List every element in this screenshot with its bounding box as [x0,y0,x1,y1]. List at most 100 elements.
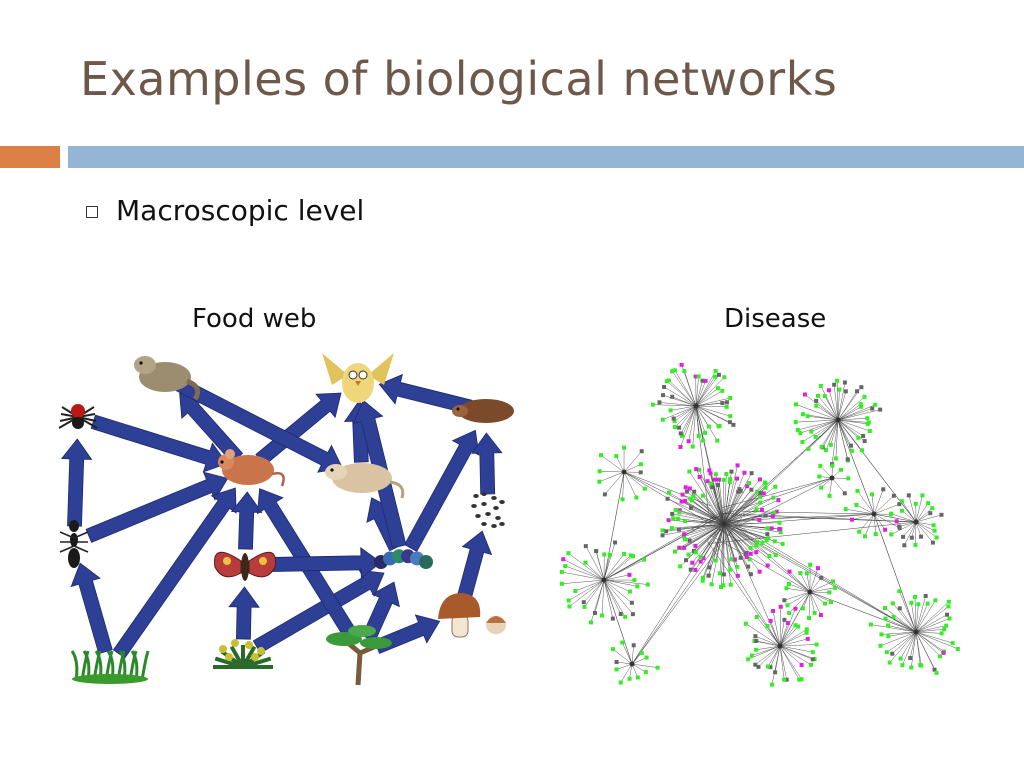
network-node [813,434,818,439]
network-node [670,511,675,516]
network-node [614,454,619,459]
network-node [632,578,637,583]
network-node [671,516,676,521]
food-web-caption: Food web [192,304,317,334]
network-node [833,456,838,461]
network-node [679,362,684,367]
network-node [754,638,759,643]
network-node [930,540,935,545]
network-node [700,493,705,498]
network-node [701,438,706,443]
network-node [692,489,697,494]
network-node [731,422,736,427]
network-node [859,404,864,409]
food-web-arrow [175,377,343,473]
network-node [687,486,692,491]
network-node [729,469,734,474]
network-node [913,542,918,547]
network-node [856,435,861,440]
network-node [567,604,572,609]
network-node [721,583,726,588]
network-node [749,653,754,658]
caterpillar-icon [374,549,433,569]
network-node [765,526,770,531]
mushroom-icon [438,593,506,638]
network-node [769,682,774,687]
network-node [765,532,770,537]
network-node [630,612,635,617]
network-node [777,526,782,531]
network-node [785,603,790,608]
network-node [934,670,939,675]
network-node [873,402,878,407]
network-node [707,468,712,473]
network-node [722,375,727,380]
network-node [786,581,791,586]
network-node [883,527,888,532]
network-node [688,567,693,572]
network-node [610,647,615,652]
network-node [675,516,680,521]
food-web-arrow [228,586,260,640]
network-node [673,549,678,554]
network-node [923,593,928,598]
network-node [745,484,750,489]
network-node [686,439,691,444]
network-node [597,469,602,474]
network-node [638,462,643,467]
network-node [778,604,783,609]
network-node [758,491,763,496]
food-web-arrow [90,414,228,473]
network-node [729,557,734,562]
network-node [635,675,640,680]
network-node [758,500,763,505]
network-node [622,551,627,556]
network-node [909,535,914,540]
network-node [735,564,740,569]
network-node [700,575,705,580]
network-node [753,662,758,667]
network-node [736,489,741,494]
network-node [826,388,831,393]
network-node [566,598,571,603]
food-web-arrows [60,373,503,659]
network-node [818,613,823,618]
network-node [778,530,783,535]
network-node [743,552,748,557]
network-node [809,662,814,667]
network-node [754,550,759,555]
food-web-organisms [58,353,514,686]
disease-network [559,362,960,687]
network-node [713,368,718,373]
network-node [727,479,732,484]
network-node [785,621,790,626]
network-node [814,398,819,403]
network-node [620,497,625,502]
network-node [942,627,947,632]
bullet-text: Macroscopic level [116,194,365,227]
network-node [754,647,759,652]
network-node [797,677,802,682]
network-node [748,551,753,556]
network-node [713,558,718,563]
network-node [721,477,726,482]
network-node [732,557,737,562]
network-node [938,654,943,659]
network-hub-node [835,417,841,423]
network-node [878,407,883,412]
network-node [920,493,925,498]
network-node [696,374,701,379]
network-node [955,646,960,651]
network-node [678,444,683,449]
network-node [588,620,593,625]
network-node [690,560,695,565]
network-node [939,512,944,517]
network-node [913,501,918,506]
network-hub-node [829,475,835,481]
network-node [670,526,675,531]
network-hub-node [807,589,813,595]
slide-title: Examples of biological networks [80,52,838,106]
network-node [782,617,787,622]
network-node [602,552,607,557]
network-node [686,552,691,557]
